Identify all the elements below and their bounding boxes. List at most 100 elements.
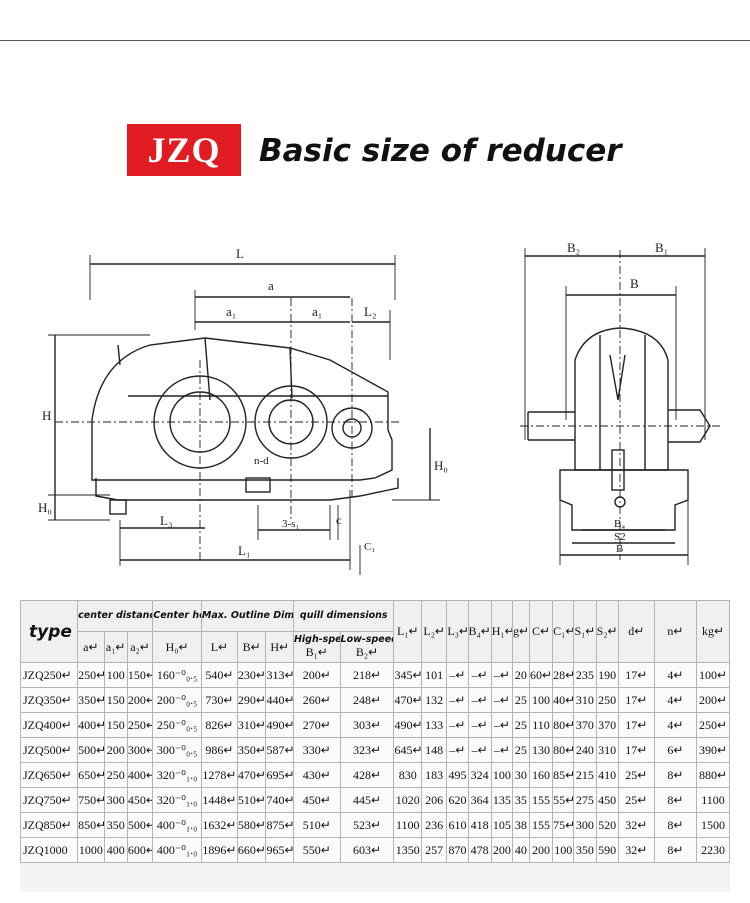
table-cell: 32↵: [617, 812, 655, 838]
table-cell: 28↵: [552, 662, 575, 688]
table-cell: 870: [446, 837, 469, 863]
table-cell: 320⁻⁰₁.₀: [152, 787, 202, 813]
table-cell: 250↵: [77, 662, 105, 688]
table-cell: 150: [103, 687, 128, 713]
col-B2-symbol: B₂↵: [355, 644, 379, 659]
table-cell: 440↵: [265, 687, 294, 713]
col-H0: H₀↵: [152, 631, 202, 663]
col-B4: B₄↵: [467, 600, 492, 663]
table-cell: 428↵: [339, 762, 395, 788]
table-cell: 540↵: [200, 662, 238, 688]
table-cell: –↵: [446, 662, 469, 688]
table-cell: 206: [420, 787, 448, 813]
table-cell: 80↵: [552, 737, 575, 763]
table-cell: –↵: [490, 737, 513, 763]
table-cell: 310: [595, 737, 619, 763]
table-cell: 730↵: [200, 687, 238, 713]
table-cell: 40: [511, 837, 530, 863]
table-cell: 310: [573, 687, 597, 713]
max-outline-header: Max. Outline Dimensions: [200, 600, 294, 632]
table-cell: 17↵: [617, 712, 655, 738]
table-cell: –↵: [467, 737, 492, 763]
table-cell: 495: [446, 762, 469, 788]
col-a2: a₂↵: [126, 631, 154, 663]
table-cell: 390↵: [696, 737, 730, 763]
table-cell: 603↵: [339, 837, 395, 863]
col-L1: L₁↵: [393, 600, 422, 663]
table-cell: 25: [511, 687, 530, 713]
table-cell: 850↵: [77, 812, 105, 838]
col-B1-symbol: B₁↵: [305, 644, 328, 659]
dim-label-L2: L₂: [364, 304, 376, 319]
table-cell: 260↵: [292, 687, 341, 713]
col-a1: a₁↵: [103, 631, 128, 663]
table-cell: 155: [528, 812, 554, 838]
col-C: C↵: [528, 600, 554, 663]
table-cell: 160⁻⁰₀.₅: [152, 662, 202, 688]
table-cell: 580↵: [236, 812, 267, 838]
table-cell: 1632↵: [200, 812, 238, 838]
table-cell: –↵: [446, 712, 469, 738]
col-H1: H₁↵: [490, 600, 513, 663]
table-cell: 132: [420, 687, 448, 713]
table-cell: 40↵: [552, 687, 575, 713]
table-cell: 330↵: [292, 737, 341, 763]
table-cell: 620: [446, 787, 469, 813]
table-cell: –↵: [490, 712, 513, 738]
table-cell: 410: [595, 762, 619, 788]
model-cell: JZQ500↵: [19, 737, 79, 763]
table-cell: 645↵: [393, 737, 422, 763]
table-cell: 100: [552, 837, 575, 863]
table-cell: 60↵: [528, 662, 554, 688]
table-cell: 1448↵: [200, 787, 238, 813]
model-cell: JZQ350↵: [19, 687, 79, 713]
table-cell: 160: [528, 762, 554, 788]
table-cell: 250⁻⁰₀.₅: [152, 712, 202, 738]
quill-dimensions-header: quill dimensions: [292, 600, 395, 632]
table-cell: 418: [467, 812, 492, 838]
table-cell: 550↵: [292, 837, 341, 863]
table-cell: 200⁻⁰₀.₅: [152, 687, 202, 713]
table-cell: 6↵: [653, 737, 698, 763]
table-row: JZQ500↵500↵200300↵300⁻⁰₀.₅986↵350↵587↵33…: [19, 737, 730, 763]
table-cell: –↵: [490, 687, 513, 713]
table-cell: 215: [573, 762, 597, 788]
dim-label-a1-right: a₁: [312, 304, 322, 319]
dim-label-H0-left: H₀: [38, 500, 52, 515]
table-cell: 313↵: [265, 662, 294, 688]
col-S1: S₁↵: [573, 600, 597, 663]
table-cell: 133: [420, 712, 448, 738]
table-cell: 150: [103, 712, 128, 738]
dim-label-B2: B₂: [567, 240, 580, 255]
dim-label-C1: C₁: [364, 541, 375, 553]
table-cell: 55↵: [552, 787, 575, 813]
table-cell: 38: [511, 812, 530, 838]
table-cell: 80↵: [552, 712, 575, 738]
table-cell: 250↵: [126, 712, 154, 738]
table-cell: 275: [573, 787, 597, 813]
table-cell: 100: [103, 662, 128, 688]
table-cell: 750↵: [77, 787, 105, 813]
table-cell: 650↵: [77, 762, 105, 788]
col-kg: kg↵: [696, 600, 730, 663]
table-cell: 135: [490, 787, 513, 813]
table-cell: 345↵: [393, 662, 422, 688]
table-cell: 236: [420, 812, 448, 838]
table-cell: 1896↵: [200, 837, 238, 863]
table-cell: 8↵: [653, 837, 698, 863]
table-cell: 450↵: [292, 787, 341, 813]
table-cell: 148: [420, 737, 448, 763]
table-cell: 25↵: [617, 787, 655, 813]
table-cell: 590: [595, 837, 619, 863]
table-cell: 430↵: [292, 762, 341, 788]
table-cell: 300⁻⁰₀.₅: [152, 737, 202, 763]
type-header: type: [19, 600, 79, 663]
table-cell: 400↵: [77, 712, 105, 738]
table-cell: 300↵: [126, 737, 154, 763]
model-cell: JZQ850↵: [19, 812, 79, 838]
table-cell: –↵: [490, 662, 513, 688]
table-cell: 200↵: [126, 687, 154, 713]
table-cell: 75↵: [552, 812, 575, 838]
table-row: JZQ650↵650↵250400↵320⁻⁰₁.₀1278↵470↵695↵4…: [19, 762, 730, 788]
table-cell: 370: [595, 712, 619, 738]
